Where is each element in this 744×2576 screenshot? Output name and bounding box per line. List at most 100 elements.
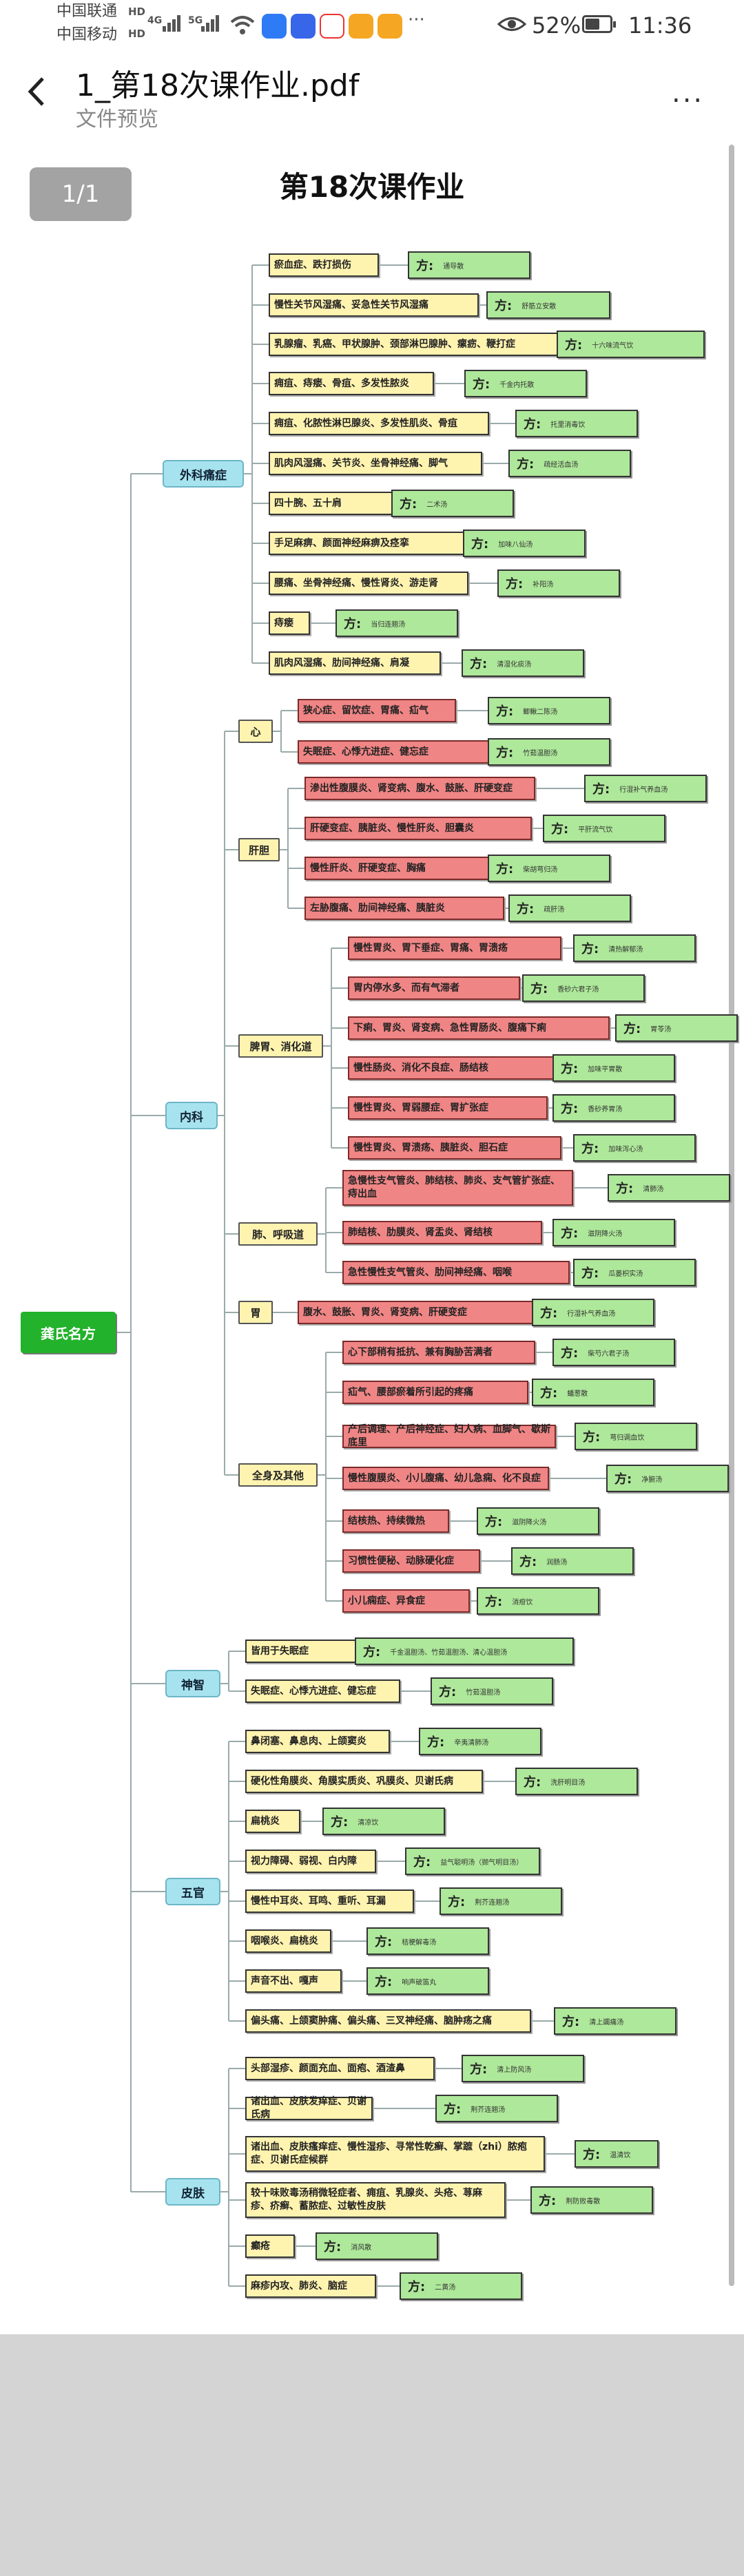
formula-label: 方:: [583, 2148, 601, 2162]
formula-label: 方:: [413, 1855, 431, 1870]
formula-name: 清凉饮: [358, 1819, 379, 1827]
subcategory-1[interactable]: 肝胆: [238, 838, 280, 861]
formula-box-3-1: 方:洗肝明目汤: [515, 1768, 638, 1795]
formula-label: 方:: [581, 1266, 599, 1281]
formula-box-2-1: 方:香砂六君子汤: [522, 974, 645, 1002]
formula-label: 方:: [448, 1895, 466, 1909]
formula-name: 疏肝汤: [544, 905, 565, 914]
file-title: 1_第18次课作业.pdf: [76, 68, 360, 103]
formula-box-4-1: 方:荆芥连翘汤: [435, 2095, 558, 2122]
indication-2-4: 慢性胃炎、胃弱腰症、胃扩张症: [348, 1096, 548, 1120]
indication-2-1: 失眠症、心悸亢进症、健忘症: [245, 1679, 400, 1703]
formula-label: 方:: [400, 497, 417, 512]
formula-box-1-0: 方:行湿补气养血汤: [584, 775, 707, 802]
formula-name: 加味八仙汤: [498, 541, 533, 549]
indication-5-0: 心下部稍有抵抗、兼有胸胁苦满者: [342, 1341, 535, 1364]
formula-label: 方:: [616, 1182, 634, 1196]
indication-3-4: 慢性中耳炎、耳鸣、重听、耳漏: [245, 1889, 414, 1913]
formula-label: 方:: [427, 1735, 445, 1750]
category-3[interactable]: 五官: [165, 1878, 220, 1905]
formula-box-4-0: 方:行湿补气养血汤: [532, 1299, 654, 1326]
formula-label: 方:: [540, 1386, 558, 1401]
formula-name: 十六味流气饮: [592, 342, 634, 350]
indication-5-5: 习惯性便秘、动脉硬化症: [342, 1549, 480, 1573]
indication-0-8: 腰痛、坐骨神经痛、慢性肾炎、游走肾: [269, 572, 468, 595]
formula-name: 加味泻心汤: [608, 1145, 643, 1153]
formula-label: 方:: [408, 2280, 426, 2294]
formula-name: 疏经活血汤: [544, 461, 579, 469]
formula-box-2-0: 方:千金温胆汤、竹茹温胆汤、清心温胆汤: [355, 1637, 574, 1665]
scrollbar[interactable]: [729, 145, 734, 2286]
formula-box-5-6: 方:消疳饮: [477, 1587, 599, 1615]
formula-box-4-4: 方:消风散: [316, 2232, 438, 2260]
subcategory-5[interactable]: 全身及其他: [238, 1463, 318, 1487]
formula-label: 方:: [562, 2015, 580, 2029]
category-4[interactable]: 皮肤: [165, 2178, 220, 2206]
formula-label: 方:: [583, 1430, 601, 1445]
formula-box-0-4: 方:托里消毒饮: [515, 410, 638, 437]
app-notification-3-icon: [320, 14, 344, 39]
hd-badge-2: HD: [128, 28, 146, 40]
formula-label: 方:: [363, 1645, 381, 1659]
formula-name: 荆芥连翘汤: [475, 1898, 510, 1907]
formula-box-3-7: 方:清上蠲痛汤: [554, 2007, 676, 2035]
formula-name: 通导散: [443, 262, 464, 271]
formula-box-5-4: 方:滋阴降火汤: [477, 1507, 599, 1535]
category-0[interactable]: 外科痛症: [163, 460, 244, 488]
viewer-background: [0, 2334, 744, 2576]
formula-label: 方:: [519, 1555, 537, 1569]
hd-badge-1: HD: [128, 6, 146, 18]
indication-3-1: 肺结核、肋膜炎、肾盂炎、肾结核: [342, 1221, 542, 1244]
formula-label: 方:: [470, 657, 488, 671]
subcategory-2[interactable]: 脾胃、消化道: [238, 1034, 323, 1058]
formula-box-1-2: 方:柴胡芎归汤: [488, 855, 610, 882]
formula-name: 千金内托散: [499, 381, 535, 389]
formula-label: 方:: [623, 1022, 641, 1036]
indication-4-5: 麻疹内攻、肺炎、脑症: [245, 2274, 376, 2298]
formula-name: 荆芥连翘汤: [471, 2106, 506, 2114]
formula-label: 方:: [470, 2062, 488, 2077]
subcategory-3[interactable]: 肺、呼吸道: [238, 1222, 318, 1246]
app-notification-1-icon: [262, 14, 287, 39]
carrier-2-label: 中国移动: [56, 26, 118, 43]
formula-name: 柴芍六君子汤: [588, 1350, 630, 1358]
indication-0-9: 痔瘘: [269, 611, 310, 635]
formula-label: 方:: [324, 2240, 342, 2254]
app-bar: [0, 55, 744, 145]
formula-name: 香砂养胃汤: [588, 1105, 623, 1113]
indication-3-5: 咽喉炎、扁桃炎: [245, 1929, 331, 1953]
formula-name: 荆防败毒散: [566, 2197, 601, 2206]
category-neike[interactable]: 内科: [165, 1102, 218, 1129]
formula-label: 方:: [485, 1515, 503, 1529]
formula-box-2-4: 方:香砂养胃汤: [552, 1094, 675, 1122]
indication-4-0: 腹水、鼓胀、胃炎、肾变病、肝硬变症: [298, 1301, 542, 1324]
formula-box-0-10: 方:清湿化痰汤: [462, 649, 584, 677]
indication-4-4: 癫疮: [245, 2234, 295, 2258]
formula-name: 二术汤: [426, 501, 448, 509]
formula-box-5-0: 方:柴芍六君子汤: [552, 1339, 675, 1366]
indication-0-3: 痈疽、痔瘘、骨疽、多发性脓炎: [269, 372, 434, 395]
formula-name: 当归连翘汤: [371, 620, 406, 629]
subcategory-0[interactable]: 心: [238, 720, 273, 743]
category-2[interactable]: 神智: [165, 1670, 220, 1697]
indication-0-5: 肌肉风湿痛、关节炎、坐骨神经痛、脚气: [269, 452, 482, 475]
formula-box-3-6: 方:响声破笛丸: [366, 1967, 489, 1995]
formula-box-2-2: 方:胃苓汤: [615, 1014, 738, 1042]
formula-label: 方:: [375, 1975, 393, 1989]
formula-name: 滋阴降火汤: [588, 1230, 623, 1238]
indication-4-3: 较十味败毒汤稍微轻症者、痈疽、乳腺炎、头疮、荨麻疹、疥癣、蓄脓症、过敏性皮肤: [245, 2182, 506, 2218]
indication-3-7: 偏头痛、上颌窦肿痛、偏头痛、三叉神经痛、脑肿疡之痛: [245, 2009, 531, 2033]
back-arrow-icon: [28, 77, 44, 106]
app-notification-4-icon: [349, 14, 373, 39]
formula-label: 方:: [581, 1142, 599, 1156]
formula-label: 方:: [524, 417, 541, 432]
formula-box-3-2: 方:瓜蒌枳实汤: [573, 1259, 696, 1286]
formula-label: 方:: [565, 338, 583, 353]
indication-0-0: 狭心症、留饮症、胃痛、疝气: [298, 699, 456, 722]
indication-0-0: 瘀血症、跌打损伤: [269, 253, 379, 277]
formula-name: 鲫鳅二陈汤: [523, 708, 558, 716]
formula-label: 方:: [561, 1226, 579, 1241]
formula-label: 方:: [517, 902, 535, 917]
subcategory-4[interactable]: 胃: [238, 1301, 273, 1324]
back-button[interactable]: [21, 74, 55, 109]
